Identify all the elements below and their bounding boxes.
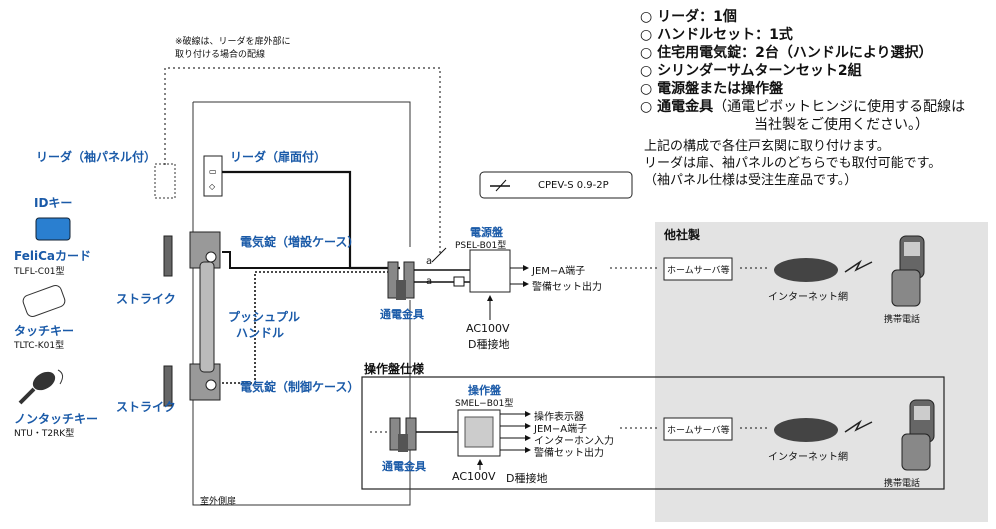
phone-2 [901,399,935,471]
component-item: ○ シリンダーサムターンセット2組 [640,63,862,79]
component-label: ハンドルセット：1式 [657,27,793,43]
power-ac: AC100V [466,322,510,335]
panel-out-1: 操作表示器 [534,412,584,423]
energize-label-1: 通電金具 [380,308,424,321]
cable-label: CPEV-S 0.9-2P [538,180,609,191]
internet-label-1: インターネット網 [768,292,848,303]
panel-section-title: 操作盤仕様 [364,362,425,376]
lock-ctrl-label: 電気錠（制御ケース） [240,380,360,394]
sleeve-reader-box [154,163,176,199]
other-company-title: 他社製 [664,228,701,242]
touch-model: TLTC-K01型 [14,341,65,351]
strike-label-2: ストライク [116,400,176,414]
nontouch-key-icon [18,369,64,405]
description-line: リーダは扉、袖パネルのどちらでも取付可能です。 [644,156,942,171]
description-line: 上記の構成で各住戸玄関に取り付けます。 [644,139,890,154]
panel-ac: AC100V [452,470,496,483]
component-label: 通電金具 [657,99,714,115]
panel-out-3: インターホン入力 [534,436,614,447]
description: 上記の構成で各住戸玄関に取り付けます。 リーダは扉、袖パネルのどちらでも取付可能… [644,138,941,189]
lock-add-label: 電気錠（増設ケース） [240,235,360,249]
component-note: 当社製をご使用ください。） [754,117,929,133]
component-label: 住宅用電気錠：2台（ハンドルにより選択） [657,45,933,61]
reader-sleeve-label: リーダ（袖パネル付） [36,150,157,164]
cable-legend [479,171,633,199]
touch-key-label: タッチキー [14,324,75,338]
strike-2 [163,365,173,407]
power-out-1: JEM−A端子 [532,266,586,277]
component-list: ○ リーダ：1個 ○ ハンドルセット：1式 ○ 住宅用電気錠：2台（ハンドルによ… [640,8,965,134]
panel-out-4: 警備セット出力 [534,448,604,459]
push-pull-label-2: ハンドル [236,326,285,340]
component-label: 電源盤または操作盤 [657,81,784,97]
id-key-label: IDキー [34,196,73,210]
internet-2 [774,418,838,442]
svg-text:▭: ▭ [209,167,217,176]
component-label: シリンダーサムターンセット2組 [657,63,862,79]
internet-1 [774,258,838,282]
reader-door-label: リーダ（扉面付） [230,150,327,164]
phone-label-1: 携帯電話 [884,315,921,325]
power-out-2: 警備セット出力 [532,282,602,293]
component-item: ○ リーダ：1個 [640,9,737,25]
nontouch-model: NTU・T2RK型 [14,429,75,439]
component-label: リーダ：1個 [657,9,737,25]
component-note: （通電ピボットヒンジに使用する配線は [713,99,966,115]
door-reader-box [203,155,223,197]
wire-label-a: a [426,276,433,287]
nontouch-key-label: ノンタッチキー [14,412,99,426]
home-server-2: ホームサーバ等 [667,426,730,436]
wire-label-a: a [426,256,433,267]
component-item: ○ 電源盤または操作盤 [640,81,784,97]
phone-1 [891,235,925,307]
description-line: （袖パネル仕様は受注生産品です。） [644,173,858,188]
power-title: 電源盤 [470,226,503,239]
component-item: ○ 住宅用電気錠：2台（ハンドルにより選択） [640,45,933,61]
internet-label-2: インターネット網 [768,452,848,463]
dashed-note: ※破線は、リーダを扉外部に 取り付ける場合の配線 [175,37,291,60]
panel-out-2: JEM−A端子 [534,424,588,435]
component-item: ○ 通電金具（通電ピボットヒンジに使用する配線は [640,99,966,115]
home-server-1: ホームサーバ等 [667,266,730,276]
touch-key-icon [22,285,66,317]
component-item: ○ ハンドルセット：1式 [640,27,793,43]
panel-model: SMEL−B01型 [455,399,514,409]
push-pull-label: プッシュプル [228,310,301,324]
phone-label-2: 携帯電話 [884,479,921,489]
strike-1 [163,235,173,277]
outdoor-door-label: 室外側扉 [200,497,237,507]
panel-section-frame [361,376,945,490]
svg-text:◇: ◇ [209,182,216,191]
felica-label: FeliCaカード [14,249,91,263]
strike-label-1: ストライク [116,292,176,306]
energize-label-2: 通電金具 [382,460,426,473]
panel-title: 操作盤 [468,384,501,397]
power-model: PSEL-B01型 [455,241,507,251]
felica-model: TLFL-C01型 [14,267,65,277]
felica-card-icon [35,217,71,241]
power-supply-box [469,249,511,293]
panel-ground: D種接地 [506,472,548,485]
push-pull-handle [199,261,215,373]
power-ground: D種接地 [468,338,510,351]
